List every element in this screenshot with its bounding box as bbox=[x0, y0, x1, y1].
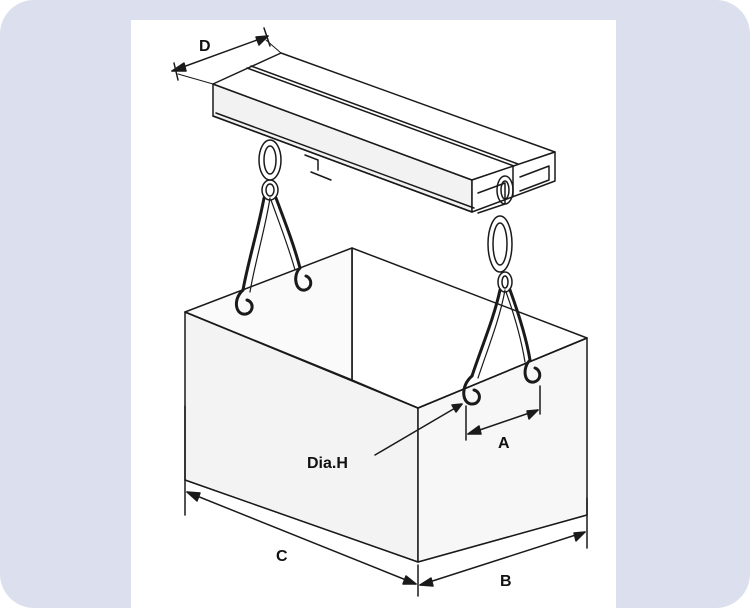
label-dia-h: Dia.H bbox=[307, 455, 348, 472]
label-b: B bbox=[500, 573, 512, 590]
left-sling bbox=[234, 139, 313, 316]
right-master-link bbox=[487, 215, 513, 273]
dimension-d bbox=[171, 27, 282, 85]
dia-h-leader bbox=[374, 403, 463, 456]
dimension-c bbox=[184, 405, 419, 597]
right-hook-1 bbox=[462, 374, 481, 406]
label-a: A bbox=[498, 435, 510, 452]
label-d: D bbox=[199, 38, 211, 55]
right-sling bbox=[462, 175, 542, 406]
label-c: C bbox=[276, 548, 288, 565]
left-hook-1 bbox=[234, 288, 254, 316]
spreader-beam bbox=[212, 52, 556, 214]
left-hook-2 bbox=[294, 266, 313, 292]
right-hook-2 bbox=[523, 358, 542, 384]
dimension-b bbox=[419, 497, 588, 587]
right-top-link bbox=[496, 175, 514, 205]
dimension-a bbox=[465, 385, 541, 441]
